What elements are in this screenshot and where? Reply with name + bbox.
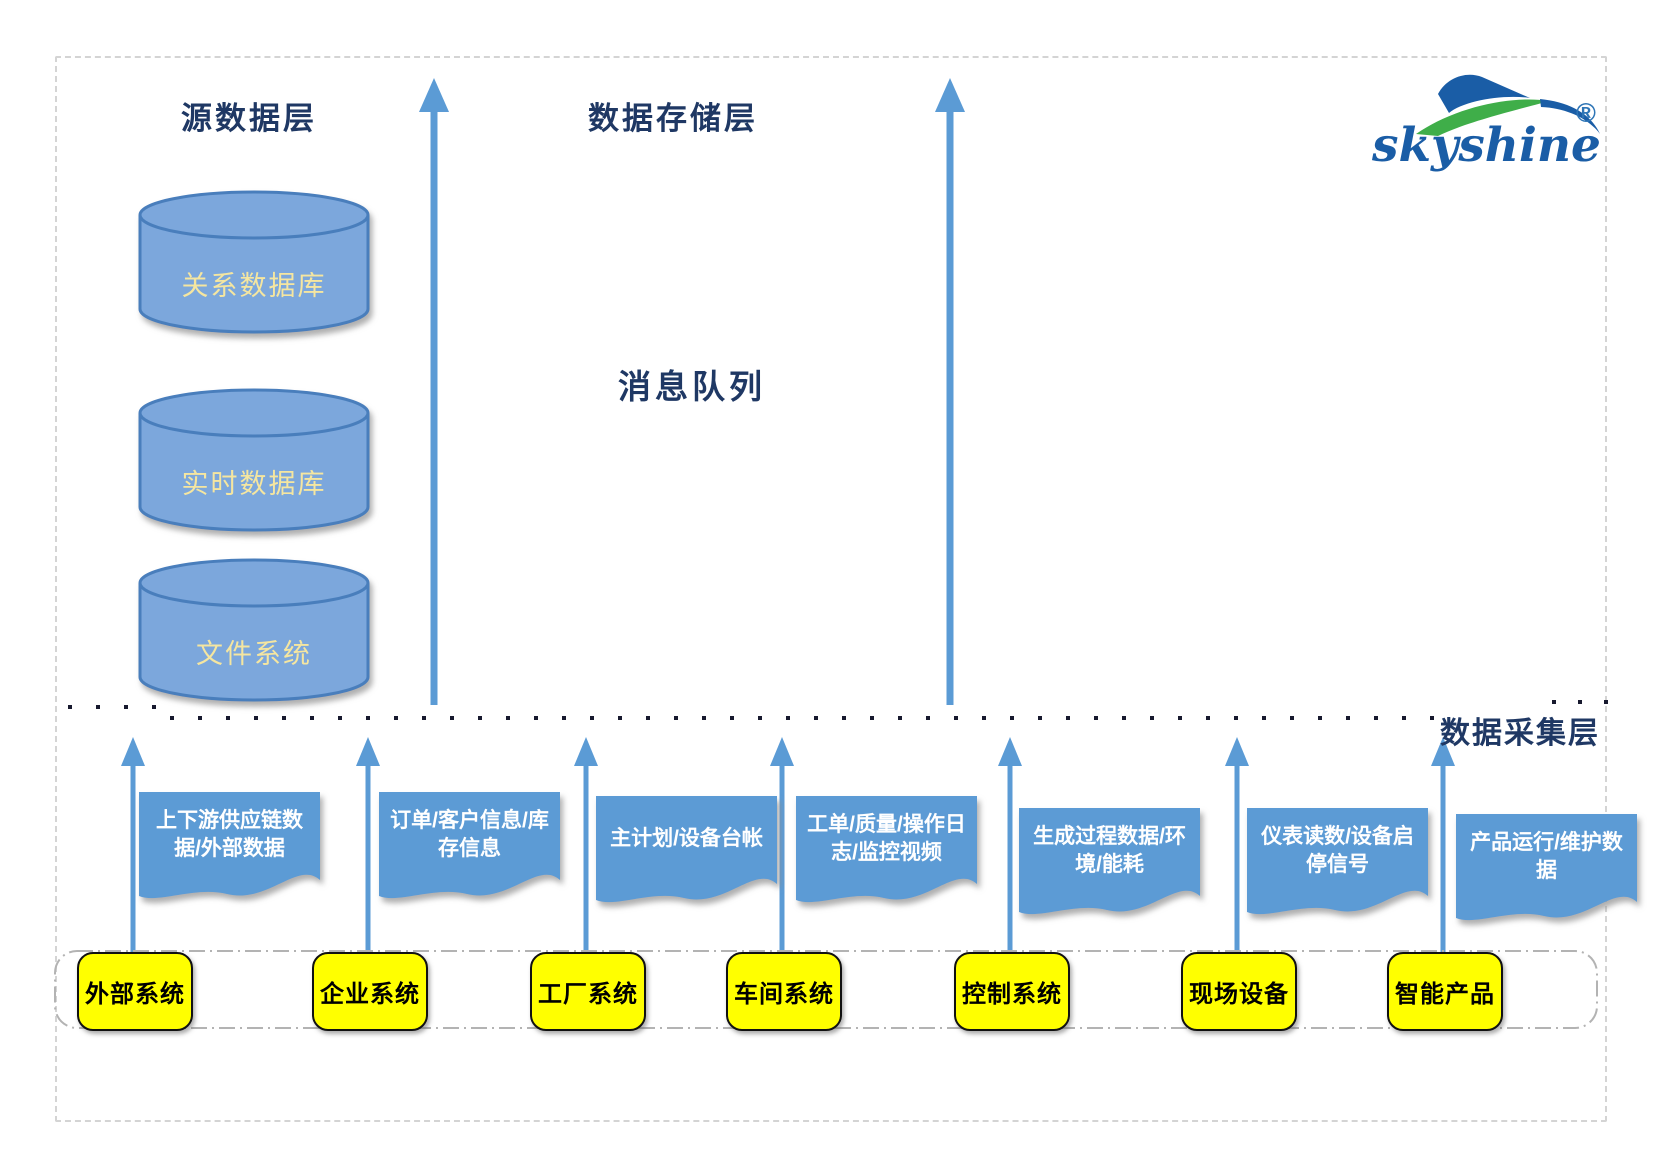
system-box-label: 智能产品 xyxy=(1395,981,1495,1008)
data-flag-label: 产品运行/维护数据 xyxy=(1470,831,1623,882)
data-flag-label: 仪表读数/设备启停信号 xyxy=(1261,825,1414,876)
data-flag-label: 上下游供应链数据/外部数据 xyxy=(156,809,303,860)
data-flag-label: 主计划/设备台帐 xyxy=(610,827,763,851)
data-flags xyxy=(139,792,1637,921)
collection-layer-title: 数据采集层 xyxy=(1440,717,1600,750)
logo-wordmark: skyshine xyxy=(1372,118,1601,173)
system-box: 车间系统 xyxy=(726,952,842,1031)
system-box-label: 车间系统 xyxy=(734,981,834,1008)
systems-container-outline xyxy=(54,950,1598,1029)
system-data-arrow xyxy=(770,737,794,952)
storage-flow-arrow-left xyxy=(419,78,449,705)
system-data-arrow xyxy=(1431,737,1455,952)
data-flag xyxy=(596,796,777,903)
cylinder-label: 文件系统 xyxy=(196,639,312,669)
system-data-arrows xyxy=(121,737,1455,952)
system-box: 智能产品 xyxy=(1387,952,1503,1031)
diagram-border xyxy=(55,56,1607,1122)
system-data-arrow xyxy=(574,737,598,952)
collection-layer-divider xyxy=(68,700,1610,720)
system-box: 控制系统 xyxy=(954,952,1070,1031)
data-flag xyxy=(1019,808,1200,915)
source-db-cylinder xyxy=(138,190,370,334)
registered-trademark-icon: ® xyxy=(1576,98,1596,128)
system-data-arrow xyxy=(998,737,1022,952)
system-data-arrow xyxy=(356,737,380,952)
system-data-arrow xyxy=(121,737,145,952)
system-box-label: 工厂系统 xyxy=(538,981,638,1008)
data-flag xyxy=(796,796,977,903)
data-flag-label: 工单/质量/操作日志/监控视频 xyxy=(807,813,966,864)
data-flag xyxy=(1456,814,1637,921)
source-db-cylinder xyxy=(138,388,370,532)
cylinder-label: 实时数据库 xyxy=(181,469,327,499)
system-data-arrow xyxy=(1225,737,1249,952)
source-db-cylinders xyxy=(138,190,370,702)
system-box: 现场设备 xyxy=(1181,952,1297,1031)
data-flag xyxy=(139,792,320,899)
system-box-label: 外部系统 xyxy=(85,981,185,1008)
cylinder-label: 关系数据库 xyxy=(181,271,327,301)
data-flag xyxy=(379,792,560,899)
data-flag xyxy=(1247,808,1428,915)
system-box: 工厂系统 xyxy=(530,952,646,1031)
data-flag-label: 生成过程数据/环境/能耗 xyxy=(1033,825,1186,876)
source-db-cylinder xyxy=(138,558,370,702)
system-box-label: 企业系统 xyxy=(320,981,420,1008)
logo-swoosh-icon xyxy=(1416,74,1600,136)
storage-layer-title: 数据存储层 xyxy=(588,101,758,136)
source-layer-title: 源数据层 xyxy=(181,101,317,136)
storage-flow-arrow-right xyxy=(935,78,965,705)
system-box-label: 控制系统 xyxy=(962,981,1062,1008)
data-flag-label: 订单/客户信息/库存信息 xyxy=(390,809,549,860)
system-box: 企业系统 xyxy=(312,952,428,1031)
message-queue-title: 消息队列 xyxy=(618,368,766,405)
system-box-label: 现场设备 xyxy=(1189,981,1289,1008)
system-box: 外部系统 xyxy=(77,952,193,1031)
